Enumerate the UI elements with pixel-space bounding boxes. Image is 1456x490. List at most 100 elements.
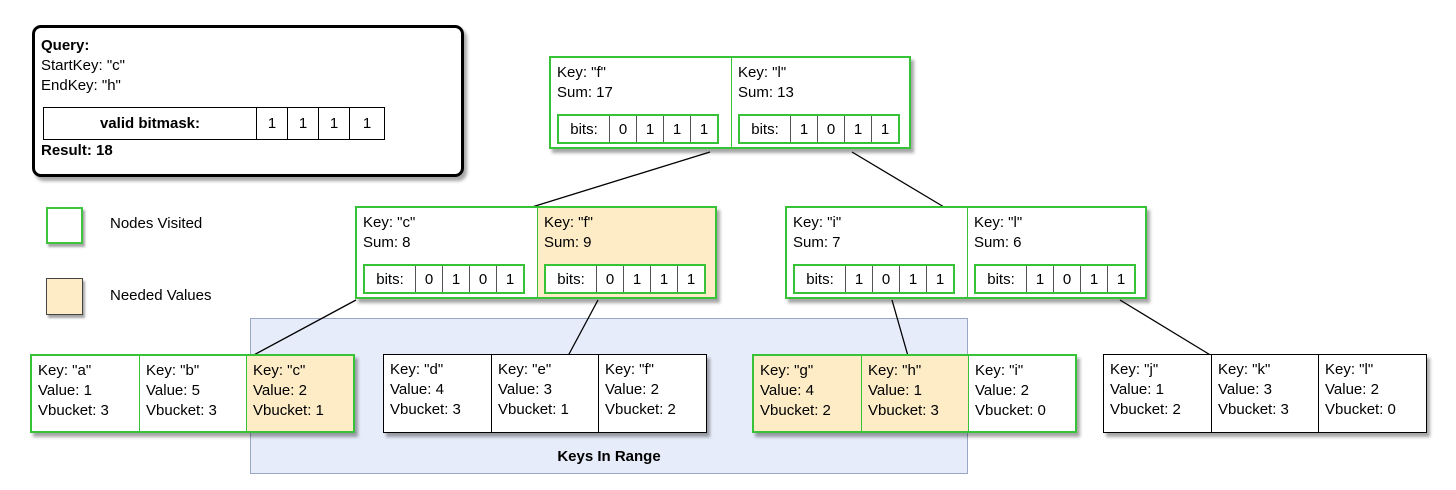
leaf-key: Key: "j" bbox=[1110, 361, 1159, 378]
mid-left-node-right-entry: Key: "f" Sum: 9 bits: 0 1 1 1 bbox=[537, 208, 715, 297]
leaf-key: Key: "c" bbox=[253, 362, 306, 379]
leaf-entry: Key: "h" Value: 1 Vbucket: 3 bbox=[861, 356, 968, 431]
leaf-group-2: Key: "d" Value: 4 Vbucket: 3 Key: "e" Va… bbox=[383, 354, 707, 433]
leaf-vbucket: Vbucket: 3 bbox=[38, 402, 109, 419]
edge-root-to-mid-right bbox=[851, 151, 945, 208]
leaf-value: Value: 2 bbox=[605, 381, 659, 398]
leaf-key: Key: "a" bbox=[38, 362, 92, 379]
bit-cell: 1 bbox=[505, 270, 515, 288]
leaf-entry: Key: "f" Value: 2 Vbucket: 2 bbox=[598, 355, 705, 432]
keys-in-range-label: Keys In Range bbox=[557, 448, 661, 465]
leaf-vbucket: Vbucket: 3 bbox=[146, 402, 217, 419]
edge-mid-right-to-leaf4 bbox=[1119, 299, 1213, 357]
leaf-value: Value: 5 bbox=[146, 382, 200, 399]
edge-mid-left-to-leaf1 bbox=[251, 299, 357, 357]
bit-cell: 1 bbox=[1081, 266, 1108, 292]
node-key: Key: "i" bbox=[793, 214, 842, 231]
node-sum: Sum: 6 bbox=[974, 234, 1022, 251]
leaf-value: Value: 2 bbox=[1325, 381, 1379, 398]
bitmask-cell: 1 bbox=[319, 108, 350, 139]
edge-mid-left-to-leaf2 bbox=[567, 299, 599, 357]
bits-label: bits: bbox=[559, 116, 610, 142]
valid-bitmask: valid bitmask: 1 1 1 1 bbox=[43, 107, 385, 140]
bit-cell: 1 bbox=[880, 120, 890, 138]
bit-cell: 0 bbox=[818, 116, 845, 142]
bits-row: bits: 1 0 1 1 bbox=[974, 264, 1136, 294]
node-key: Key: "l" bbox=[974, 214, 1023, 231]
leaf-vbucket: Vbucket: 2 bbox=[760, 402, 831, 419]
legend-visited-swatch bbox=[46, 207, 83, 244]
leaf-vbucket: Vbucket: 3 bbox=[390, 401, 461, 418]
bits-label: bits: bbox=[795, 266, 846, 292]
legend-needed-swatch bbox=[46, 278, 83, 315]
bit-cell: 1 bbox=[791, 116, 818, 142]
leaf-key: Key: "f" bbox=[605, 361, 654, 378]
bit-cell: 0 bbox=[416, 266, 443, 292]
leaf-vbucket: Vbucket: 2 bbox=[605, 401, 676, 418]
leaf-value: Value: 2 bbox=[253, 382, 307, 399]
leaf-vbucket: Vbucket: 0 bbox=[975, 402, 1046, 419]
bits-row: bits: 1 0 1 1 bbox=[793, 264, 955, 294]
valid-bitmask-label: valid bitmask: bbox=[44, 108, 257, 139]
leaf-value: Value: 3 bbox=[1218, 381, 1272, 398]
leaf-entry: Key: "e" Value: 3 Vbucket: 1 bbox=[491, 355, 598, 432]
bit-cell: 1 bbox=[935, 270, 945, 288]
bits-row: bits: 0 1 1 1 bbox=[544, 264, 706, 294]
bit-cell: 1 bbox=[664, 116, 691, 142]
leaf-vbucket: Vbucket: 3 bbox=[1218, 401, 1289, 418]
leaf-value: Value: 1 bbox=[38, 382, 92, 399]
bit-cell: 1 bbox=[846, 266, 873, 292]
bits-row: bits: 0 1 0 1 bbox=[363, 264, 525, 294]
leaf-vbucket: Vbucket: 1 bbox=[253, 402, 324, 419]
bit-cell: 1 bbox=[651, 266, 678, 292]
legend-needed-label: Needed Values bbox=[110, 287, 212, 304]
node-sum: Sum: 8 bbox=[363, 234, 411, 251]
query-end-key: EndKey: "h" bbox=[41, 77, 121, 94]
bits-row: bits: 0 1 1 1 bbox=[557, 114, 719, 144]
bit-cell: 1 bbox=[699, 120, 709, 138]
bit-cell: 0 bbox=[610, 116, 637, 142]
leaf-entry: Key: "i" Value: 2 Vbucket: 0 bbox=[968, 356, 1075, 431]
node-sum: Sum: 9 bbox=[544, 234, 592, 251]
leaf-key: Key: "k" bbox=[1218, 361, 1271, 378]
node-key: Key: "l" bbox=[738, 64, 787, 81]
mid-right-node: Key: "i" Sum: 7 bits: 1 0 1 1 Key: "l" S… bbox=[785, 206, 1147, 299]
node-key: Key: "f" bbox=[557, 64, 606, 81]
bits-label: bits: bbox=[976, 266, 1027, 292]
leaf-entry: Key: "b" Value: 5 Vbucket: 3 bbox=[139, 356, 246, 431]
mid-left-node-left-entry: Key: "c" Sum: 8 bits: 0 1 0 1 bbox=[357, 208, 537, 297]
edge-root-to-mid-left bbox=[531, 151, 711, 208]
leaf-key: Key: "d" bbox=[390, 361, 444, 378]
bit-cell: 1 bbox=[686, 270, 696, 288]
leaf-vbucket: Vbucket: 2 bbox=[1110, 401, 1181, 418]
bit-cell: 1 bbox=[1116, 270, 1126, 288]
bits-label: bits: bbox=[546, 266, 597, 292]
query-start-key: StartKey: "c" bbox=[41, 57, 126, 74]
mid-left-node: Key: "c" Sum: 8 bits: 0 1 0 1 Key: "f" S… bbox=[355, 206, 717, 299]
bit-cell: 0 bbox=[1054, 266, 1081, 292]
leaf-vbucket: Vbucket: 1 bbox=[498, 401, 569, 418]
root-node-right-entry: Key: "l" Sum: 13 bits: 1 0 1 1 bbox=[731, 58, 909, 147]
bits-label: bits: bbox=[365, 266, 416, 292]
bitmask-cell: 1 bbox=[362, 114, 372, 132]
bitmask-cell: 1 bbox=[257, 108, 288, 139]
leaf-entry: Key: "d" Value: 4 Vbucket: 3 bbox=[384, 355, 491, 432]
bits-row: bits: 1 0 1 1 bbox=[738, 114, 900, 144]
leaf-entry: Key: "l" Value: 2 Vbucket: 0 bbox=[1318, 355, 1425, 432]
leaf-entry: Key: "a" Value: 1 Vbucket: 3 bbox=[32, 356, 139, 431]
bit-cell: 1 bbox=[624, 266, 651, 292]
bit-cell: 0 bbox=[873, 266, 900, 292]
bitmask-cell: 1 bbox=[288, 108, 319, 139]
leaf-vbucket: Vbucket: 3 bbox=[868, 402, 939, 419]
node-sum: Sum: 17 bbox=[557, 84, 613, 101]
bit-cell: 1 bbox=[637, 116, 664, 142]
edge-mid-right-to-leaf3 bbox=[891, 299, 909, 357]
leaf-value: Value: 2 bbox=[975, 382, 1029, 399]
bit-cell: 1 bbox=[1027, 266, 1054, 292]
leaf-key: Key: "h" bbox=[868, 362, 922, 379]
node-key: Key: "c" bbox=[363, 214, 416, 231]
bit-cell: 1 bbox=[443, 266, 470, 292]
leaf-vbucket: Vbucket: 0 bbox=[1325, 401, 1396, 418]
leaf-key: Key: "g" bbox=[760, 362, 814, 379]
